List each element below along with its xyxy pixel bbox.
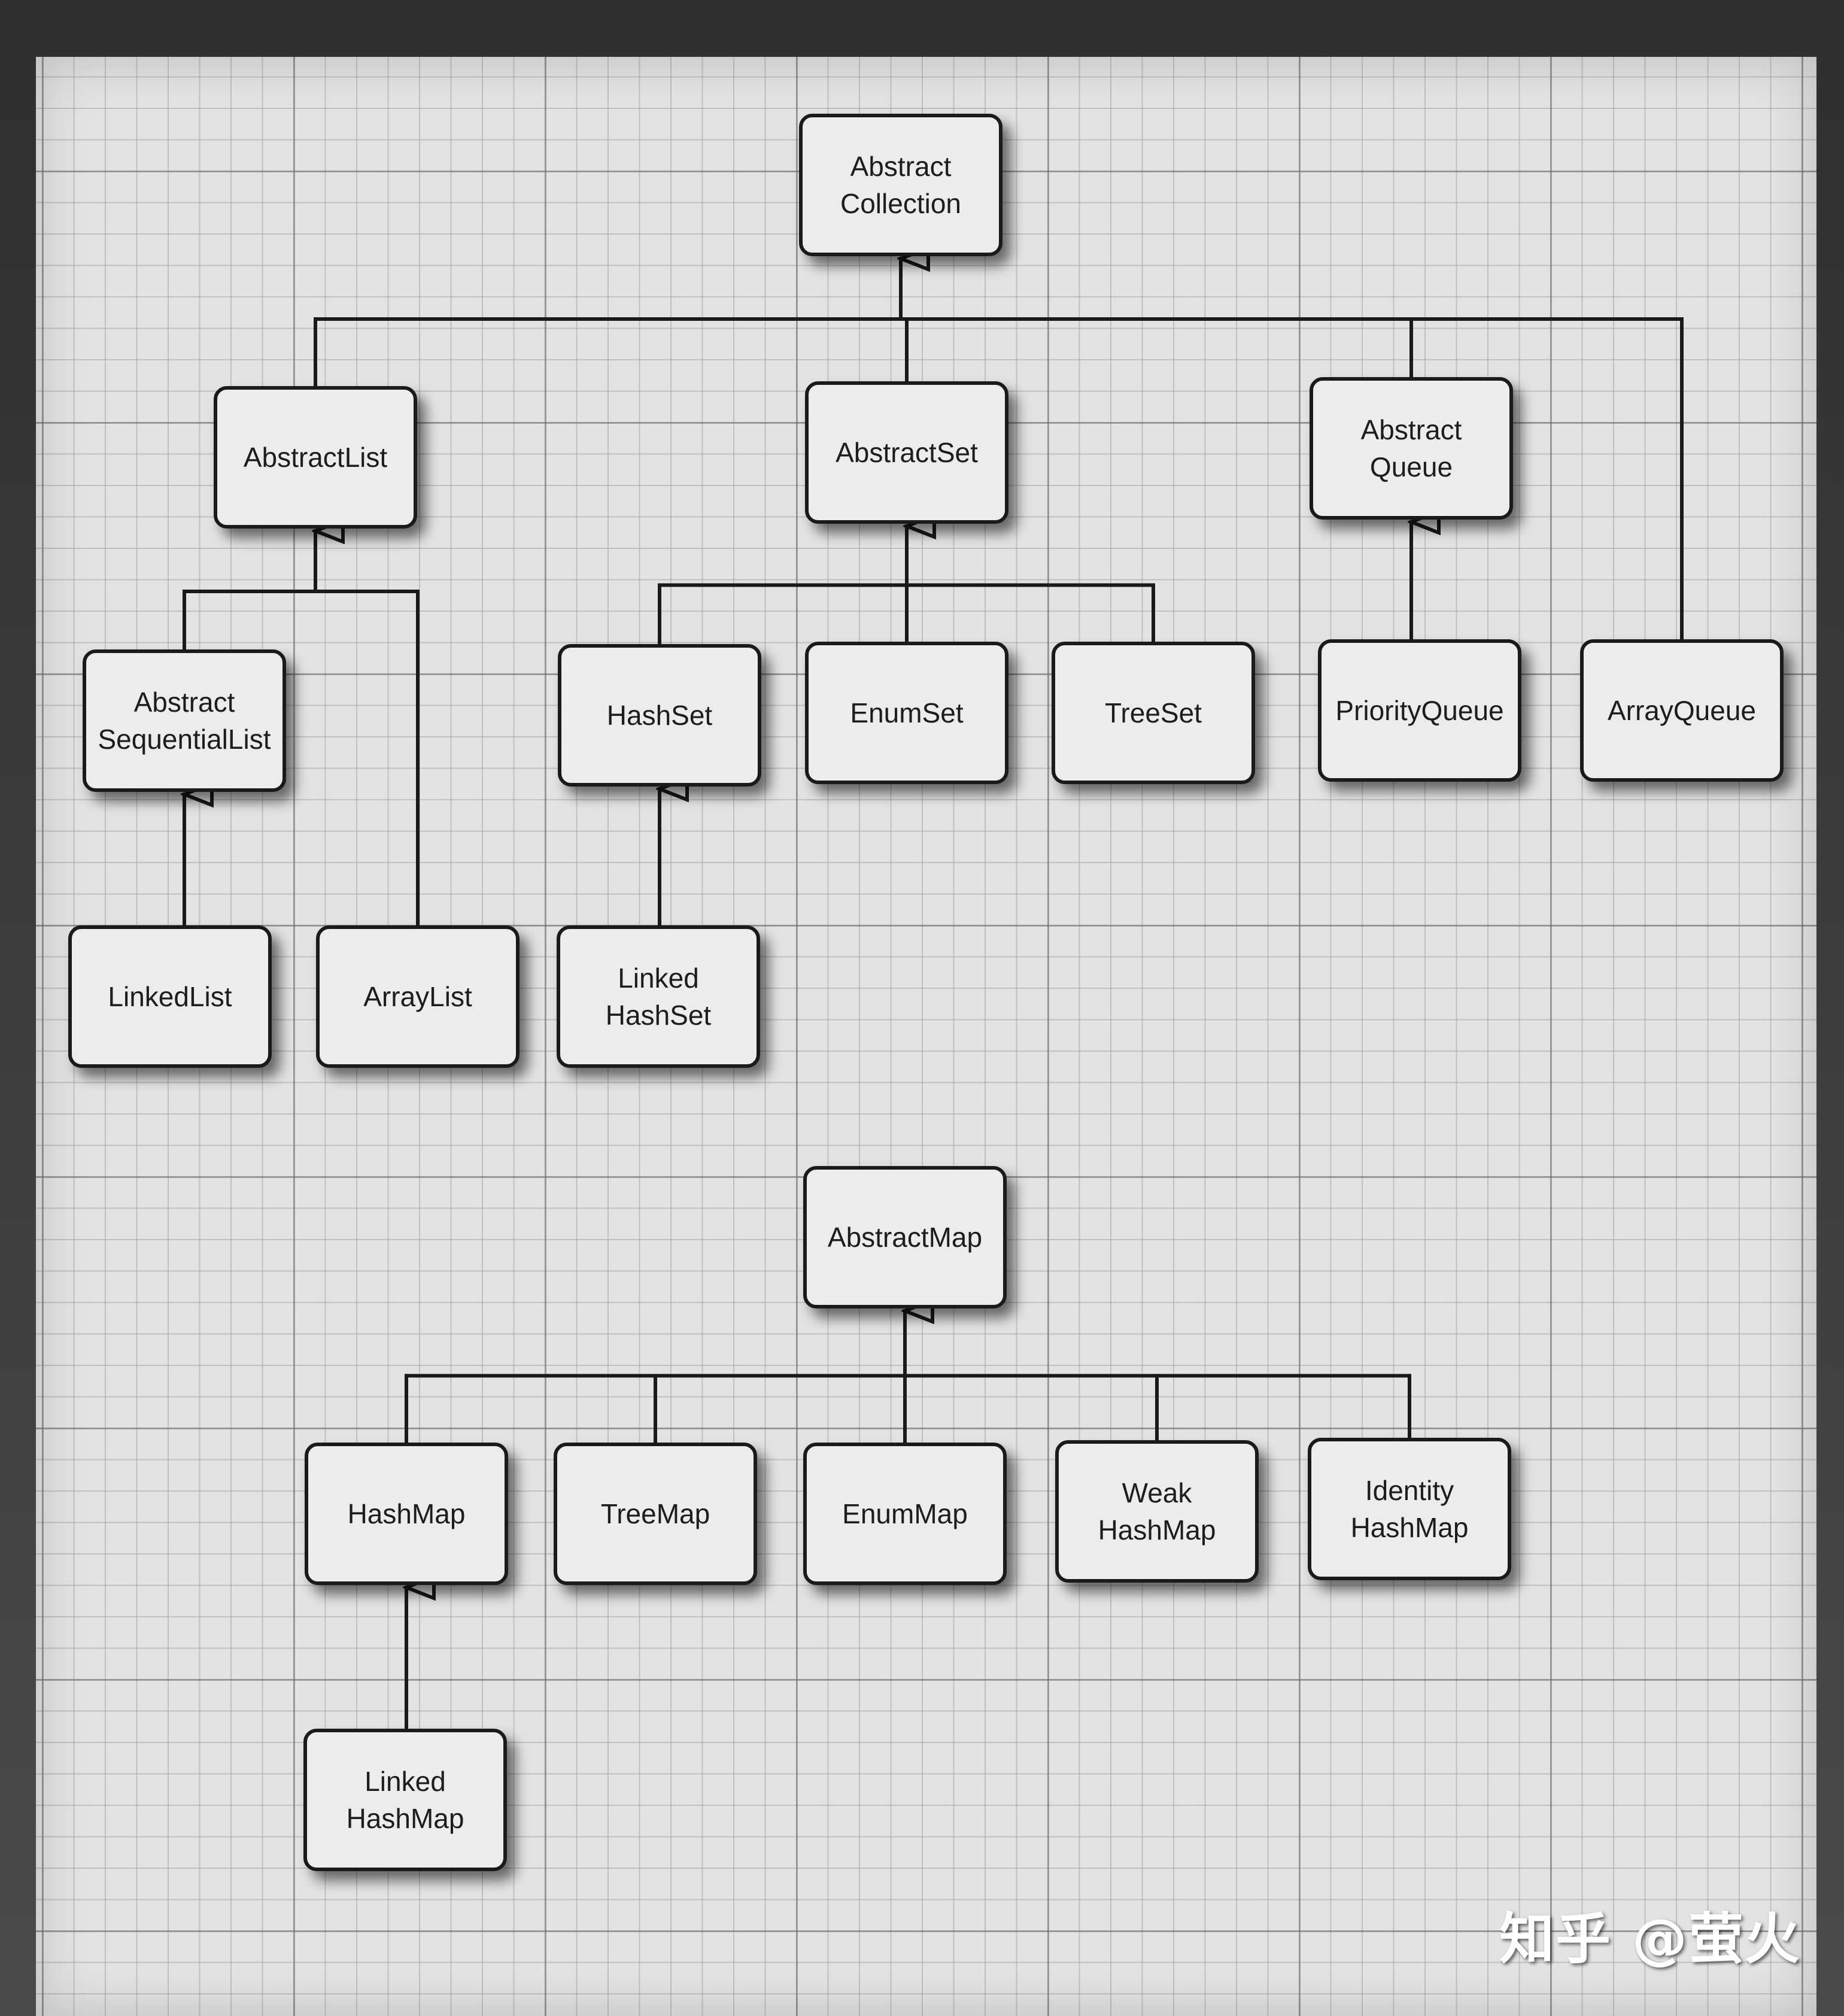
node-identity-hash-map: Identity HashMap — [1308, 1438, 1511, 1580]
node-tree-set: TreeSet — [1052, 642, 1255, 784]
node-hash-set: HashSet — [558, 644, 761, 787]
node-enum-map: EnumMap — [803, 1443, 1007, 1585]
node-abstract-map: AbstractMap — [803, 1166, 1007, 1308]
node-array-list: ArrayList — [316, 925, 520, 1068]
node-abstract-collection: Abstract Collection — [799, 114, 1002, 256]
node-linked-hash-map: Linked HashMap — [303, 1729, 507, 1871]
node-priority-queue: PriorityQueue — [1318, 639, 1521, 782]
node-abstract-queue: Abstract Queue — [1310, 377, 1513, 520]
node-enum-set: EnumSet — [805, 642, 1008, 784]
node-weak-hash-map: Weak HashMap — [1055, 1440, 1259, 1583]
node-abstract-set: AbstractSet — [805, 381, 1008, 524]
node-array-queue: ArrayQueue — [1580, 639, 1784, 782]
node-abstract-list: AbstractList — [214, 386, 417, 529]
zhihu-watermark: 知乎 @萤火 — [1499, 1907, 1801, 1971]
node-tree-map: TreeMap — [554, 1443, 757, 1585]
node-abstract-sequential-list: Abstract SequentialList — [83, 649, 286, 792]
node-hash-map: HashMap — [305, 1443, 508, 1585]
node-linked-list: LinkedList — [68, 925, 272, 1068]
node-linked-hash-set: Linked HashSet — [557, 925, 760, 1068]
